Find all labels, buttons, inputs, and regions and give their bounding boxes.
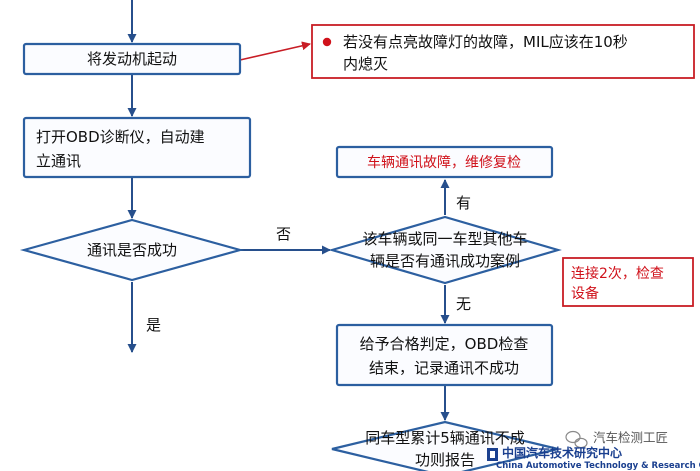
note-mil: 若没有点亮故障灯的故障，MIL应该在10秒 内熄灭 (311, 24, 695, 79)
text-same-model-case-line1: 该车辆或同一车型其他车 (362, 230, 527, 248)
label-no: 否 (276, 225, 291, 243)
box-note-retry (562, 257, 694, 307)
decision-comm-success: 通讯是否成功 (19, 218, 245, 282)
text-start-engine: 将发动机起动 (87, 50, 177, 68)
org-logo-icon (487, 448, 498, 461)
label-yes: 是 (146, 316, 161, 334)
watermark-org-cn: 中国汽车技术研究中心 (502, 445, 622, 460)
box-pass-judgement (335, 323, 554, 387)
process-vehicle-comm-fault: 车辆通讯故障，维修复检 (335, 145, 554, 179)
text-same-model-case-line2: 辆是否有通讯成功案例 (370, 252, 520, 270)
box-note-mil (311, 24, 695, 79)
process-pass-judgement: 给予合格判定，OBD检查 结束，记录通讯不成功 (335, 323, 554, 387)
box-vehicle-comm-fault (335, 145, 554, 179)
watermark-account: 汽车检测工匠 (593, 430, 668, 445)
process-open-obd: 打开OBD诊断仪，自动建 立通讯 (22, 116, 252, 179)
arrow-start-to-mil-note (239, 41, 311, 61)
watermark: 汽车检测工匠 中国汽车技术研究中心 China Automotive Techn… (487, 430, 700, 471)
text-pass-judgement-line1: 给予合格判定，OBD检查 (360, 335, 529, 353)
diamond-comm-success (19, 218, 245, 282)
text-note-mil-line2: 内熄灭 (343, 55, 388, 73)
process-start-engine: 将发动机起动 (22, 42, 242, 76)
text-open-obd-line1: 打开OBD诊断仪，自动建 (36, 128, 205, 146)
decision-report: 同车型累计5辆通讯不成 功则报告 (331, 420, 559, 471)
box-start-engine (22, 42, 242, 76)
text-open-obd-line2: 立通讯 (36, 152, 81, 170)
text-report-line2: 功则报告 (415, 451, 475, 469)
watermark-org-en: China Automotive Technology & Research C… (496, 461, 700, 471)
decision-same-model-case: 该车辆或同一车型其他车 辆是否有通讯成功案例 (328, 215, 562, 285)
box-open-obd (22, 116, 252, 179)
text-comm-success: 通讯是否成功 (87, 241, 177, 259)
text-vehicle-comm-fault: 车辆通讯故障，维修复检 (367, 154, 521, 171)
note-retry: 连接2次，检查 设备 (562, 257, 694, 307)
text-report-line1: 同车型累计5辆通讯不成 (365, 429, 525, 447)
text-note-retry-line2: 设备 (571, 285, 599, 302)
diamond-report (331, 420, 559, 471)
text-pass-judgement-line2: 结束，记录通讯不成功 (369, 359, 519, 377)
connectors (127, 0, 450, 421)
text-note-mil-line1: 若没有点亮故障灯的故障，MIL应该在10秒 (343, 33, 628, 51)
diamond-same-model-case (328, 215, 562, 285)
wechat-icon (565, 430, 588, 449)
text-note-retry-line1: 连接2次，检查 (571, 265, 664, 282)
label-have: 有 (456, 194, 471, 212)
label-none: 无 (456, 295, 471, 313)
bullet-icon (322, 37, 332, 47)
